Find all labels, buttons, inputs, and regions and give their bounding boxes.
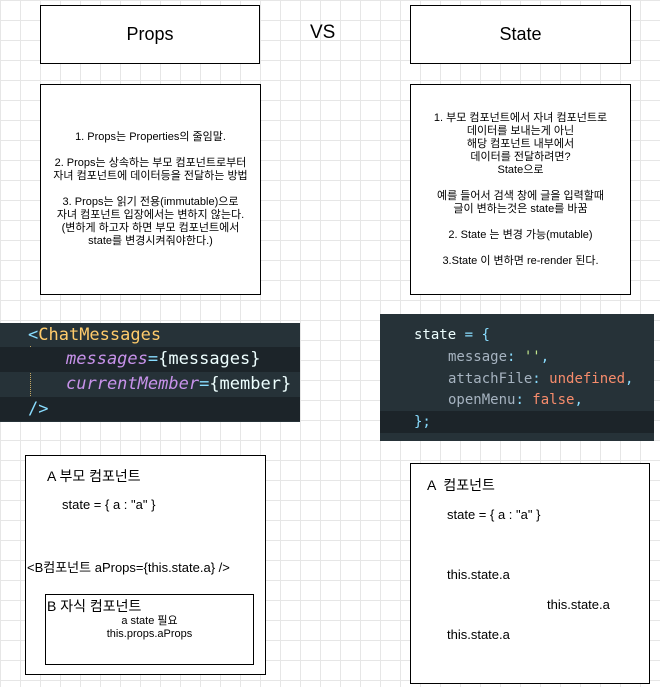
state-note-line: 데이터를 전달하려면? (470, 150, 571, 163)
code-token: < (28, 325, 39, 345)
state-notes-box: 1. 부모 컴포넌트에서 자녀 컴포넌트로 데이터를 보내는게 아닌 해당 컴포… (410, 84, 631, 295)
state-note-line: 글이 변하는것은 state를 바꿈 (453, 202, 588, 215)
code-line: attachFile: undefined, (448, 371, 634, 387)
code-token: '' (523, 349, 541, 365)
code-token: /> (28, 399, 49, 419)
state-title: State (499, 24, 542, 44)
component-label: A 컴포넌트 (427, 477, 495, 493)
code-token: undefined (549, 371, 626, 387)
code-token: = (147, 349, 159, 369)
code-token: currentMember (66, 374, 200, 394)
parent-state-line: state = { a : "a" } (62, 497, 156, 512)
props-title-box: Props (40, 5, 260, 64)
props-title: Props (126, 24, 174, 44)
state-note-line: 3.State 이 변하면 re-render 된다. (442, 254, 599, 267)
vs-label: VS (310, 22, 336, 43)
props-note-line: 자녀 컴포넌트에 데이터등을 전달하는 방법 (53, 170, 248, 182)
props-note-line: 자녀 컴포넌트 입장에서는 변하지 않는다. (56, 209, 245, 221)
code-line: messages={messages} (0, 347, 300, 372)
state-note-line: State으로 (497, 163, 544, 176)
props-code-snippet: <ChatMessages messages={messages} curren… (0, 323, 300, 422)
state-note-line: 예를 들어서 검색 창에 글을 입력할때 (436, 189, 605, 202)
child-component-label: B 자식 컴포넌트 (47, 598, 142, 614)
props-note-line: 3. Props는 읽기 전용(immutable)으로 (62, 196, 239, 208)
child-line: this.props.aProps (106, 628, 193, 640)
code-token: {messages} (158, 349, 261, 369)
state-access-line: this.state.a (447, 567, 510, 582)
code-token: state (414, 327, 457, 343)
parent-component-label: A 부모 컴포넌트 (47, 468, 141, 484)
code-line: state = { (380, 325, 654, 345)
code-token: {member} (209, 374, 292, 394)
state-note-line: 2. State 는 변경 가능(mutable) (448, 228, 593, 241)
code-line: /> (0, 397, 300, 421)
code-token: openMenu (448, 392, 516, 408)
child-line: a state 필요 (121, 615, 178, 627)
props-note-line: state를 변경시켜줘야한다.) (88, 235, 213, 247)
code-token: messages (66, 349, 148, 369)
state-access-line: this.state.a (447, 627, 510, 642)
code-token: = { (456, 327, 490, 343)
props-note-line: 2. Props는 상속하는 부모 컴포넌트로부터 (54, 157, 247, 169)
code-token: attachFile (448, 371, 533, 387)
code-line: openMenu: false, (448, 392, 583, 408)
code-token: }; (414, 414, 431, 430)
code-line: }; (380, 411, 654, 433)
code-line: message: '', (448, 349, 550, 365)
code-token: ChatMessages (38, 325, 162, 345)
props-note-line: 1. Props는 Properties의 줄임말. (75, 131, 226, 143)
state-note-line: 데이터를 보내는게 아닌 (466, 124, 575, 137)
state-access-line: this.state.a (547, 597, 610, 612)
state-code-snippet: state = { message: '', attachFile: undef… (380, 314, 654, 441)
state-title-box: State (410, 5, 631, 64)
jsx-line: <B컴포넌트 aProps={this.state.a} /> (27, 560, 230, 575)
state-note-line: 1. 부모 컴포넌트에서 자녀 컴포넌트로 (433, 111, 608, 124)
code-token: false (532, 392, 575, 408)
state-line: state = { a : "a" } (447, 507, 541, 522)
code-line: <ChatMessages (0, 324, 300, 347)
code-token: message (448, 349, 508, 365)
state-note-line: 해당 컴포넌트 내부에서 (466, 137, 575, 150)
props-example-box: A 부모 컴포넌트 state = { a : "a" } <B컴포넌트 aPr… (25, 455, 266, 675)
props-notes-box: 1. Props는 Properties의 줄임말. 2. Props는 상속하… (40, 84, 261, 295)
child-component-box: B 자식 컴포넌트 a state 필요 this.props.aProps (45, 594, 254, 665)
props-note-line: (변하게 하고자 하면 부모 컴포넌트에서 (61, 222, 240, 234)
code-token: = (199, 374, 210, 394)
code-line: currentMember={member} (0, 372, 300, 397)
state-example-box: A 컴포넌트 state = { a : "a" } this.state.a … (410, 463, 650, 684)
